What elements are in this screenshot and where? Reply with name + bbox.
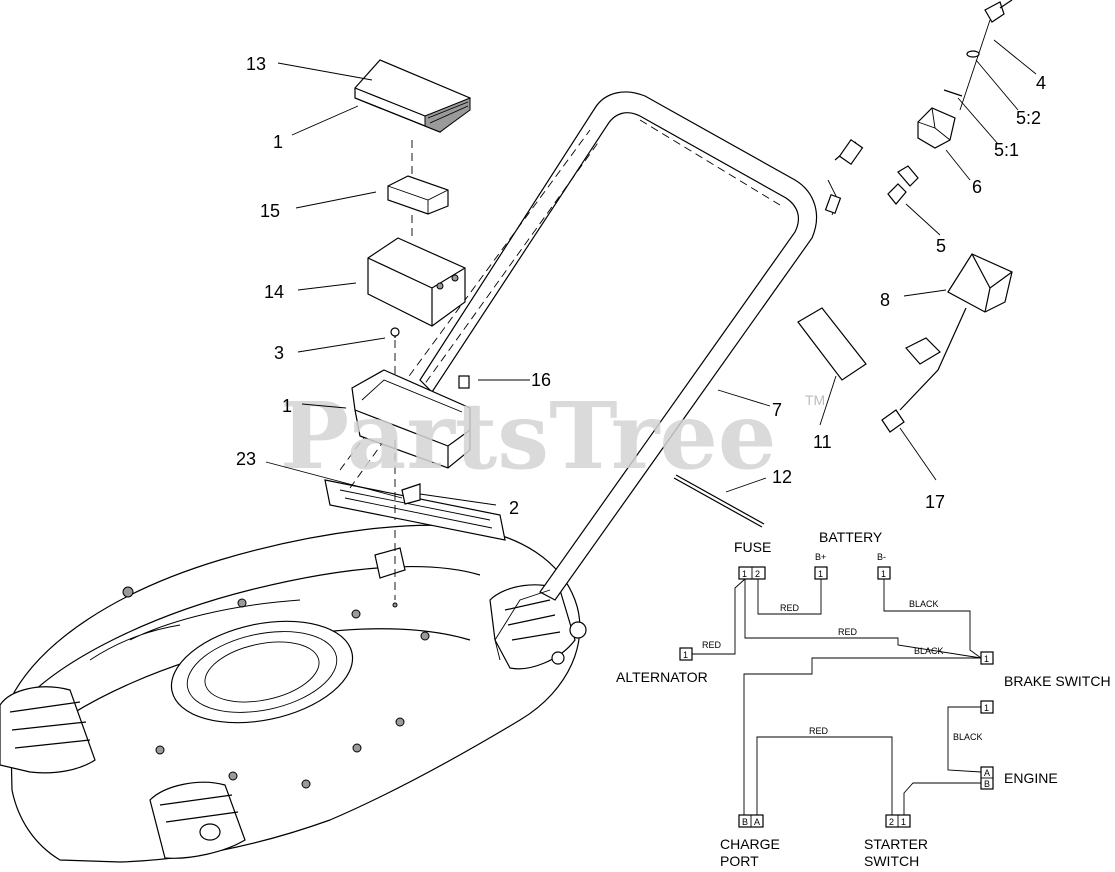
pin-eng-b: B	[984, 779, 990, 789]
pin-alt-1: 1	[683, 650, 688, 660]
charger-components	[673, 0, 1013, 528]
callout-23: 23	[236, 449, 256, 469]
wire-label-brake-cp: BLACK	[914, 646, 944, 656]
callout-8: 8	[880, 290, 890, 310]
callout-numbers: 13 1 15 14 3 16 1 23 2 7 11 12 4 5:2 5:1…	[236, 54, 1046, 518]
label-battery-neg: B-	[877, 552, 886, 562]
callout-7: 7	[772, 400, 782, 420]
watermark: PartsTree	[280, 382, 776, 490]
callout-15: 15	[260, 201, 280, 221]
label-charge: CHARGE	[720, 836, 780, 852]
pin-bpos-1: 1	[818, 569, 823, 579]
label-brake-switch: BRAKE SWITCH	[1004, 673, 1111, 689]
callout-13: 13	[246, 54, 266, 74]
wire-fuse-bpos	[757, 579, 822, 615]
pin-brake-1: 1	[984, 654, 989, 664]
callout-1-tray: 1	[282, 396, 292, 416]
handle-assembly	[339, 91, 864, 661]
label-battery: BATTERY	[819, 529, 883, 545]
wire-label-cp-ss: RED	[809, 726, 829, 736]
label-starter: STARTER	[864, 836, 928, 852]
wire-label-bneg-brake: BLACK	[909, 599, 939, 609]
pin-bneg-1: 1	[881, 569, 886, 579]
watermark-tm: TM	[805, 392, 825, 408]
leader-lines	[265, 39, 1037, 506]
wire-ss-engine	[903, 782, 981, 815]
callout-11: 11	[813, 432, 832, 452]
wire-label-alt-fuse: RED	[702, 640, 722, 650]
callout-5-1: 5:1	[994, 140, 1019, 160]
callout-6: 6	[972, 177, 982, 197]
wire-label-fuse-bpos: RED	[780, 603, 800, 613]
wire-alt-fuse	[692, 578, 746, 655]
battery-components	[351, 59, 471, 608]
callout-2: 2	[509, 498, 519, 518]
label-port: PORT	[720, 853, 759, 869]
callout-4: 4	[1036, 73, 1046, 93]
callout-1-cover: 1	[273, 132, 283, 152]
pin-eng-a: A	[984, 768, 990, 778]
label-fuse: FUSE	[734, 539, 771, 555]
wiring-schematic: FUSE BATTERY B+ B- ALTERNATOR BRAKE SWIT…	[616, 529, 1111, 869]
callout-16: 16	[531, 370, 551, 390]
pin-cp-b: B	[742, 817, 748, 827]
callout-5: 5	[936, 236, 946, 256]
pin-cp-a: A	[754, 817, 760, 827]
wire-label-engine-black: BLACK	[953, 732, 983, 742]
callout-17: 17	[925, 492, 945, 512]
label-alternator: ALTERNATOR	[616, 669, 708, 685]
pin-ss-1: 1	[901, 817, 906, 827]
wire-brake-cp	[743, 657, 981, 815]
wire-engine-black	[947, 706, 982, 773]
wire-fuse-brake	[744, 579, 982, 659]
callout-5-2: 5:2	[1016, 108, 1041, 128]
label-battery-pos: B+	[815, 552, 826, 562]
callout-12: 12	[772, 467, 792, 487]
label-switch: SWITCH	[864, 853, 919, 869]
callout-3: 3	[274, 343, 284, 363]
pin-fuse-2: 2	[755, 569, 760, 579]
pin-ss-2: 2	[889, 817, 894, 827]
callout-14: 14	[264, 282, 284, 302]
mower-deck	[0, 479, 587, 863]
wire-bneg-brake	[883, 579, 982, 659]
wire-cp-ss	[756, 736, 893, 815]
label-engine: ENGINE	[1004, 770, 1058, 786]
pin-eng-1: 1	[984, 703, 989, 713]
wire-label-fuse-brake: RED	[838, 627, 858, 637]
pin-fuse-1: 1	[742, 569, 747, 579]
